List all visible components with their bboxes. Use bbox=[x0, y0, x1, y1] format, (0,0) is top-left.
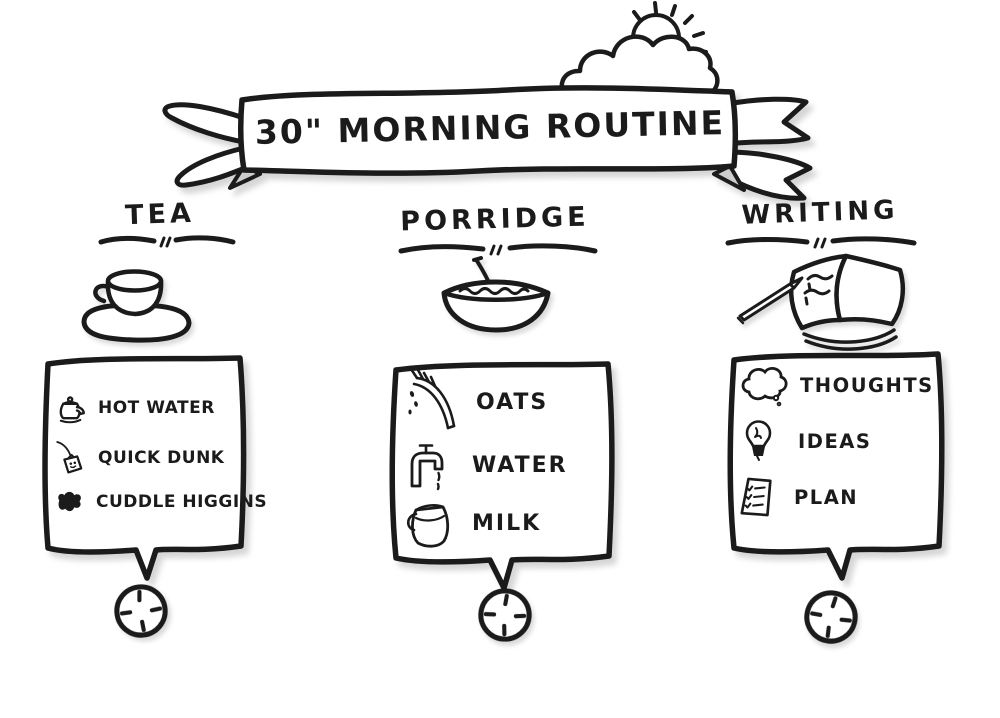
milk-jug-icon bbox=[406, 504, 450, 548]
column-header-tea: TEA bbox=[124, 197, 196, 232]
column-header-porridge: PORRIDGE bbox=[399, 201, 591, 238]
writing-speech-bubble bbox=[727, 351, 945, 581]
item-label: QUICK DUNK bbox=[98, 448, 225, 468]
water-tap-icon bbox=[410, 444, 444, 491]
item-label: OATS bbox=[476, 389, 549, 415]
header-underline bbox=[725, 236, 917, 249]
clock-icon bbox=[114, 584, 168, 638]
porridge-bowl-icon bbox=[441, 256, 551, 333]
item-label: CUDDLE HIGGINS bbox=[96, 492, 268, 512]
sun-behind-cloud-icon bbox=[559, 1, 720, 103]
tea-items: HOT WATER QUICK DUNK CUDDLE HIGGINS bbox=[54, 389, 267, 515]
list-item: OATS bbox=[404, 366, 604, 438]
clock-icon bbox=[804, 590, 858, 644]
porridge-items: OATS WATER MILK bbox=[404, 366, 604, 550]
item-label: MILK bbox=[472, 510, 542, 536]
clock-icon bbox=[478, 588, 532, 642]
item-label: PLAN bbox=[794, 485, 859, 509]
ribbon-banner bbox=[162, 85, 813, 201]
tea-speech-bubble bbox=[42, 355, 247, 581]
list-item: PLAN bbox=[738, 474, 938, 520]
item-label: THOUGHTS bbox=[800, 373, 934, 397]
lightbulb-icon bbox=[745, 420, 772, 461]
header-underline bbox=[398, 243, 598, 256]
teabag-icon bbox=[56, 441, 83, 474]
column-header-writing: WRITING bbox=[741, 195, 899, 231]
kettle-icon bbox=[59, 396, 85, 424]
oat-stalk-icon bbox=[408, 367, 456, 430]
list-item: MILK bbox=[404, 496, 604, 550]
list-item: THOUGHTS bbox=[738, 362, 938, 408]
list-item: IDEAS bbox=[738, 416, 938, 466]
item-label: IDEAS bbox=[798, 429, 872, 453]
item-label: WATER bbox=[472, 452, 568, 478]
notebook-and-pencil-icon bbox=[736, 253, 905, 351]
thought-cloud-icon bbox=[741, 367, 788, 407]
list-item: WATER bbox=[404, 440, 604, 491]
writing-items: THOUGHTS IDEAS PLAN bbox=[738, 362, 938, 520]
list-item: CUDDLE HIGGINS bbox=[54, 489, 267, 515]
header-underline bbox=[98, 235, 236, 248]
checklist-icon bbox=[740, 477, 772, 517]
dog-icon bbox=[58, 491, 81, 512]
list-item: QUICK DUNK bbox=[54, 439, 240, 477]
item-label: HOT WATER bbox=[98, 398, 215, 418]
teacup-on-saucer-icon bbox=[81, 269, 192, 343]
list-item: HOT WATER bbox=[54, 389, 240, 427]
